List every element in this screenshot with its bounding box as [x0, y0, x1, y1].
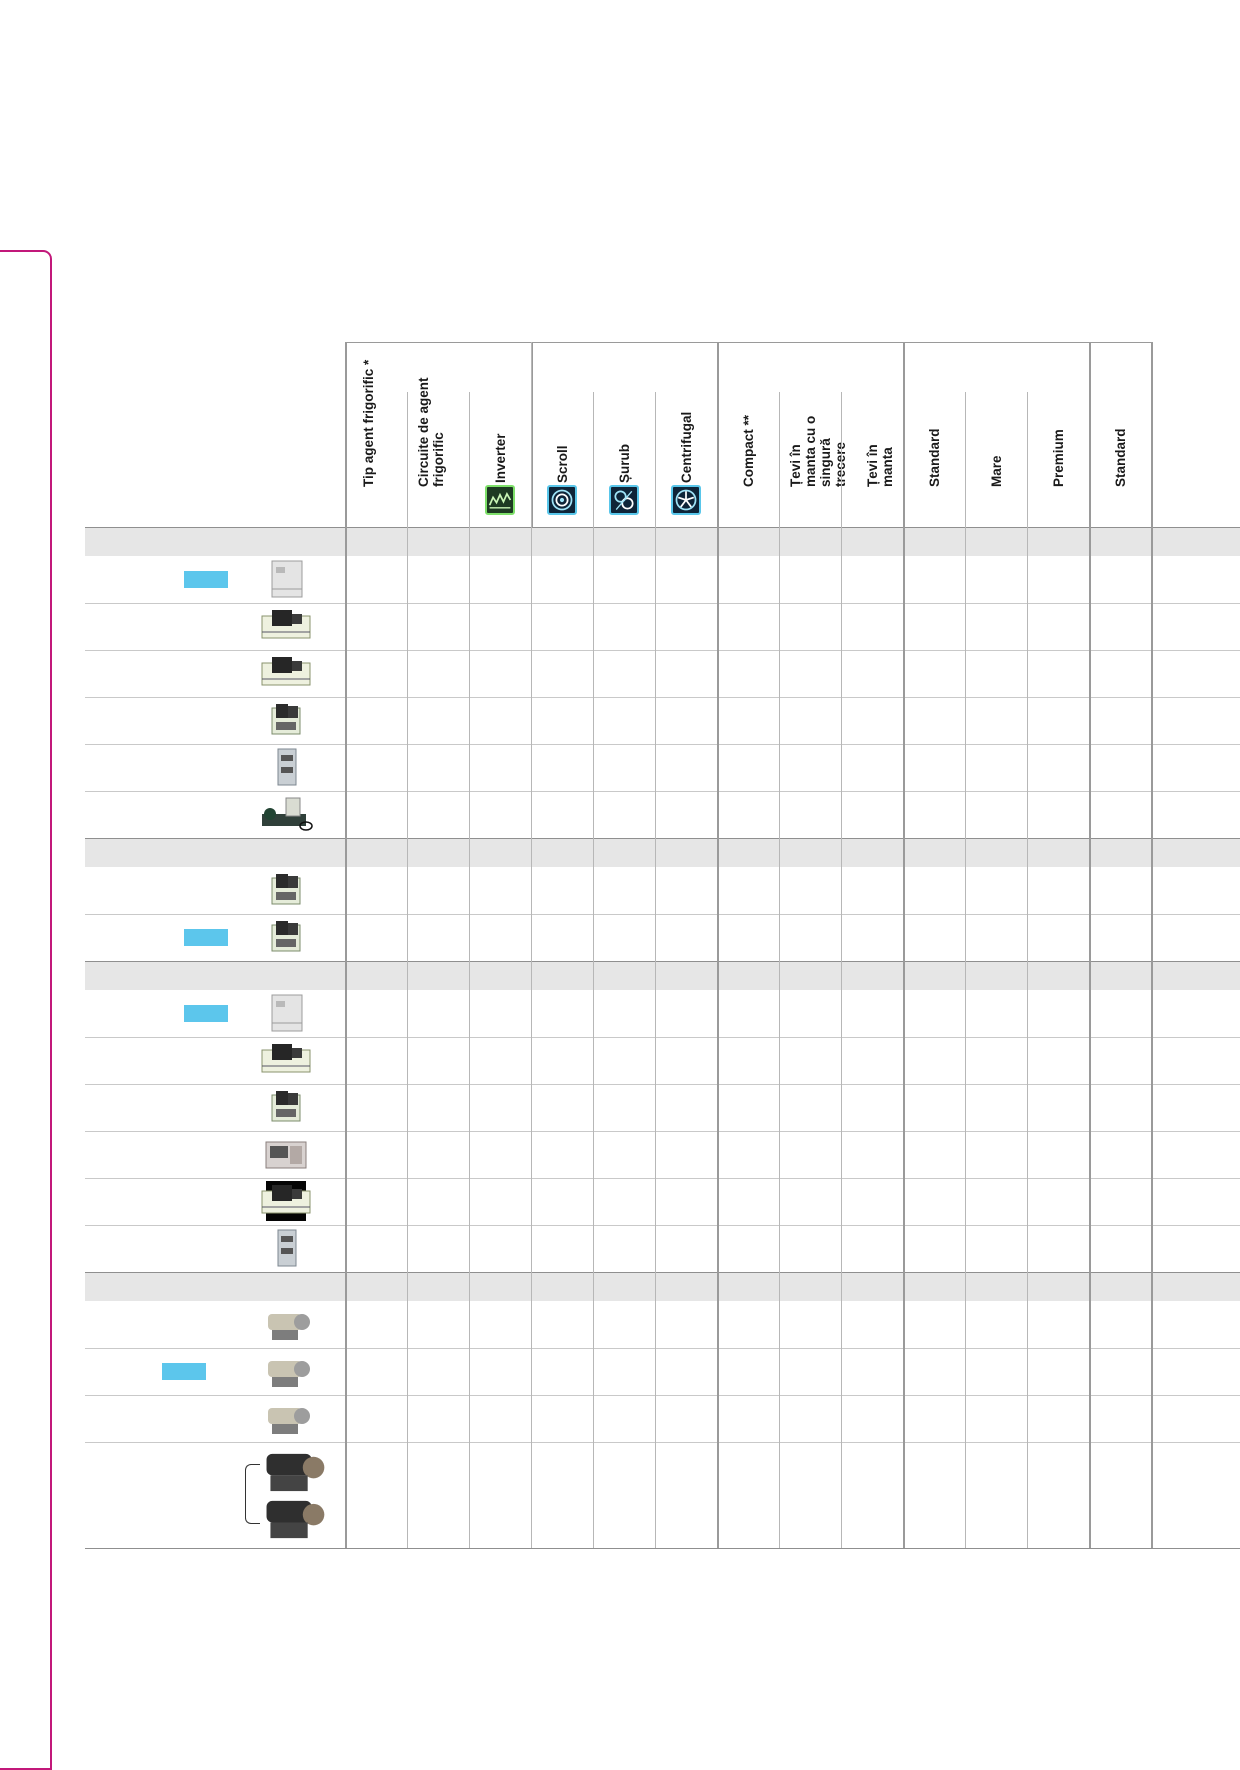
- row-divider: [85, 914, 1240, 915]
- row-divider: [85, 1037, 1240, 1038]
- new-product-tag: [162, 1362, 206, 1380]
- header-group-1: [531, 342, 719, 393]
- column-header-standard_1: Standard: [927, 404, 942, 487]
- scroll-compressor-icon: [547, 485, 577, 515]
- open-frame-chiller-image: [258, 794, 314, 834]
- column-header-inverter: Inverter: [493, 354, 508, 483]
- column-divider: [717, 342, 719, 1548]
- screw-compressor-icon: [609, 485, 639, 515]
- row-divider: [85, 603, 1240, 604]
- row-divider: [85, 650, 1240, 651]
- row-divider: [85, 1178, 1240, 1179]
- column-header-premium: Premium: [1051, 404, 1066, 487]
- column-header-label: Tip agent frigorific *: [361, 359, 376, 487]
- screw-chiller-unit-image: [258, 917, 314, 957]
- row-divider: [85, 1131, 1240, 1132]
- column-divider: [965, 392, 966, 1548]
- column-header-scroll: Scroll: [555, 404, 570, 483]
- column-divider: [1089, 342, 1091, 1548]
- section-divider: [85, 961, 1240, 962]
- column-header-label: Compact **: [740, 414, 756, 487]
- section-divider: [85, 838, 1240, 839]
- compact-chiller-unit-image: [258, 606, 314, 646]
- dark-background-chiller-image: [258, 1181, 314, 1221]
- column-header-label: Inverter: [492, 433, 508, 483]
- column-header-label: Standard: [1112, 428, 1128, 487]
- column-header-refrigerant_type: Tip agent frigorific *: [361, 354, 391, 487]
- column-divider: [1151, 342, 1153, 1548]
- column-header-compact: Compact **: [741, 404, 756, 487]
- row-divider: [85, 1395, 1240, 1396]
- row-divider: [85, 1442, 1240, 1443]
- grouping-bracket: [245, 1464, 260, 1524]
- column-divider: [469, 392, 470, 1548]
- row-divider: [85, 1348, 1240, 1349]
- row-divider: [85, 1084, 1240, 1085]
- column-header-label: Scroll: [554, 445, 570, 483]
- modular-chiller-unit-image: [258, 1087, 314, 1127]
- section-divider: [85, 527, 1240, 528]
- row-divider: [85, 1225, 1240, 1226]
- column-header-label: Standard: [926, 428, 942, 487]
- centrifugal-chiller-unit-image: [258, 1304, 314, 1344]
- new-product-tag: [184, 1004, 228, 1022]
- header-group-2: [717, 342, 905, 393]
- column-divider: [593, 392, 594, 1548]
- screw-chiller-unit-image: [258, 870, 314, 910]
- column-header-label: Premium: [1050, 429, 1066, 487]
- column-divider: [779, 392, 780, 1548]
- packaged-chiller-unit-image: [258, 559, 314, 599]
- section-band: [85, 961, 1240, 990]
- inverter-icon: [485, 485, 515, 515]
- section-band: [85, 838, 1240, 867]
- large-chiller-unit-image: [258, 1134, 314, 1174]
- large-centrifugal-chiller-image: [258, 1398, 314, 1438]
- column-header-shell_tube: Țevi în manta: [865, 404, 895, 487]
- compact-chiller-unit-image: [258, 653, 314, 693]
- column-header-centrifugal: Centrifugal: [679, 404, 694, 483]
- row-divider: [85, 791, 1240, 792]
- column-divider: [345, 342, 347, 1548]
- centrifugal-compressor-icon: [671, 485, 701, 515]
- new-product-tag: [184, 928, 228, 946]
- modular-chiller-unit-image: [258, 700, 314, 740]
- column-header-label: Țevi în manta cu o singură trecere: [787, 415, 848, 487]
- column-header-label: Mare: [988, 455, 1004, 487]
- header-group-3: [903, 342, 1091, 393]
- row-divider: [85, 697, 1240, 698]
- column-header-label: Șurub: [616, 444, 632, 483]
- packaged-chiller-unit-image: [258, 993, 314, 1033]
- section-band: [85, 527, 1240, 556]
- vertical-chiller-unit-image: [258, 747, 314, 787]
- dual-centrifugal-chiller-image: [252, 1446, 332, 1544]
- column-header-single_pass_shell_tube: Țevi în manta cu o singură trecere: [788, 404, 848, 487]
- column-header-refrigerant_circuits: Circuite de agent frigorific: [416, 354, 461, 487]
- column-header-large: Mare: [989, 404, 1004, 487]
- section-divider: [85, 1272, 1240, 1273]
- row-divider: [85, 744, 1240, 745]
- header-group-4: [1089, 342, 1153, 393]
- column-divider: [655, 392, 656, 1548]
- centrifugal-chiller-unit-image: [258, 1351, 314, 1391]
- column-divider: [1027, 392, 1028, 1548]
- table-bottom-border: [85, 1548, 1240, 1549]
- column-divider: [531, 342, 532, 1548]
- column-header-label: Țevi în manta: [864, 444, 895, 487]
- column-divider: [903, 342, 905, 1548]
- column-header-label: Circuite de agent frigorific: [415, 377, 446, 487]
- column-divider: [407, 392, 408, 1548]
- column-header-label: Centrifugal: [678, 411, 694, 483]
- section-band: [85, 1272, 1240, 1301]
- new-product-tag: [184, 570, 228, 588]
- column-header-standard_2: Standard: [1113, 404, 1128, 487]
- compact-chiller-unit-image: [258, 1040, 314, 1080]
- column-header-screw: Șurub: [617, 404, 632, 483]
- column-divider: [841, 392, 842, 1548]
- vertical-chiller-unit-image: [258, 1228, 314, 1268]
